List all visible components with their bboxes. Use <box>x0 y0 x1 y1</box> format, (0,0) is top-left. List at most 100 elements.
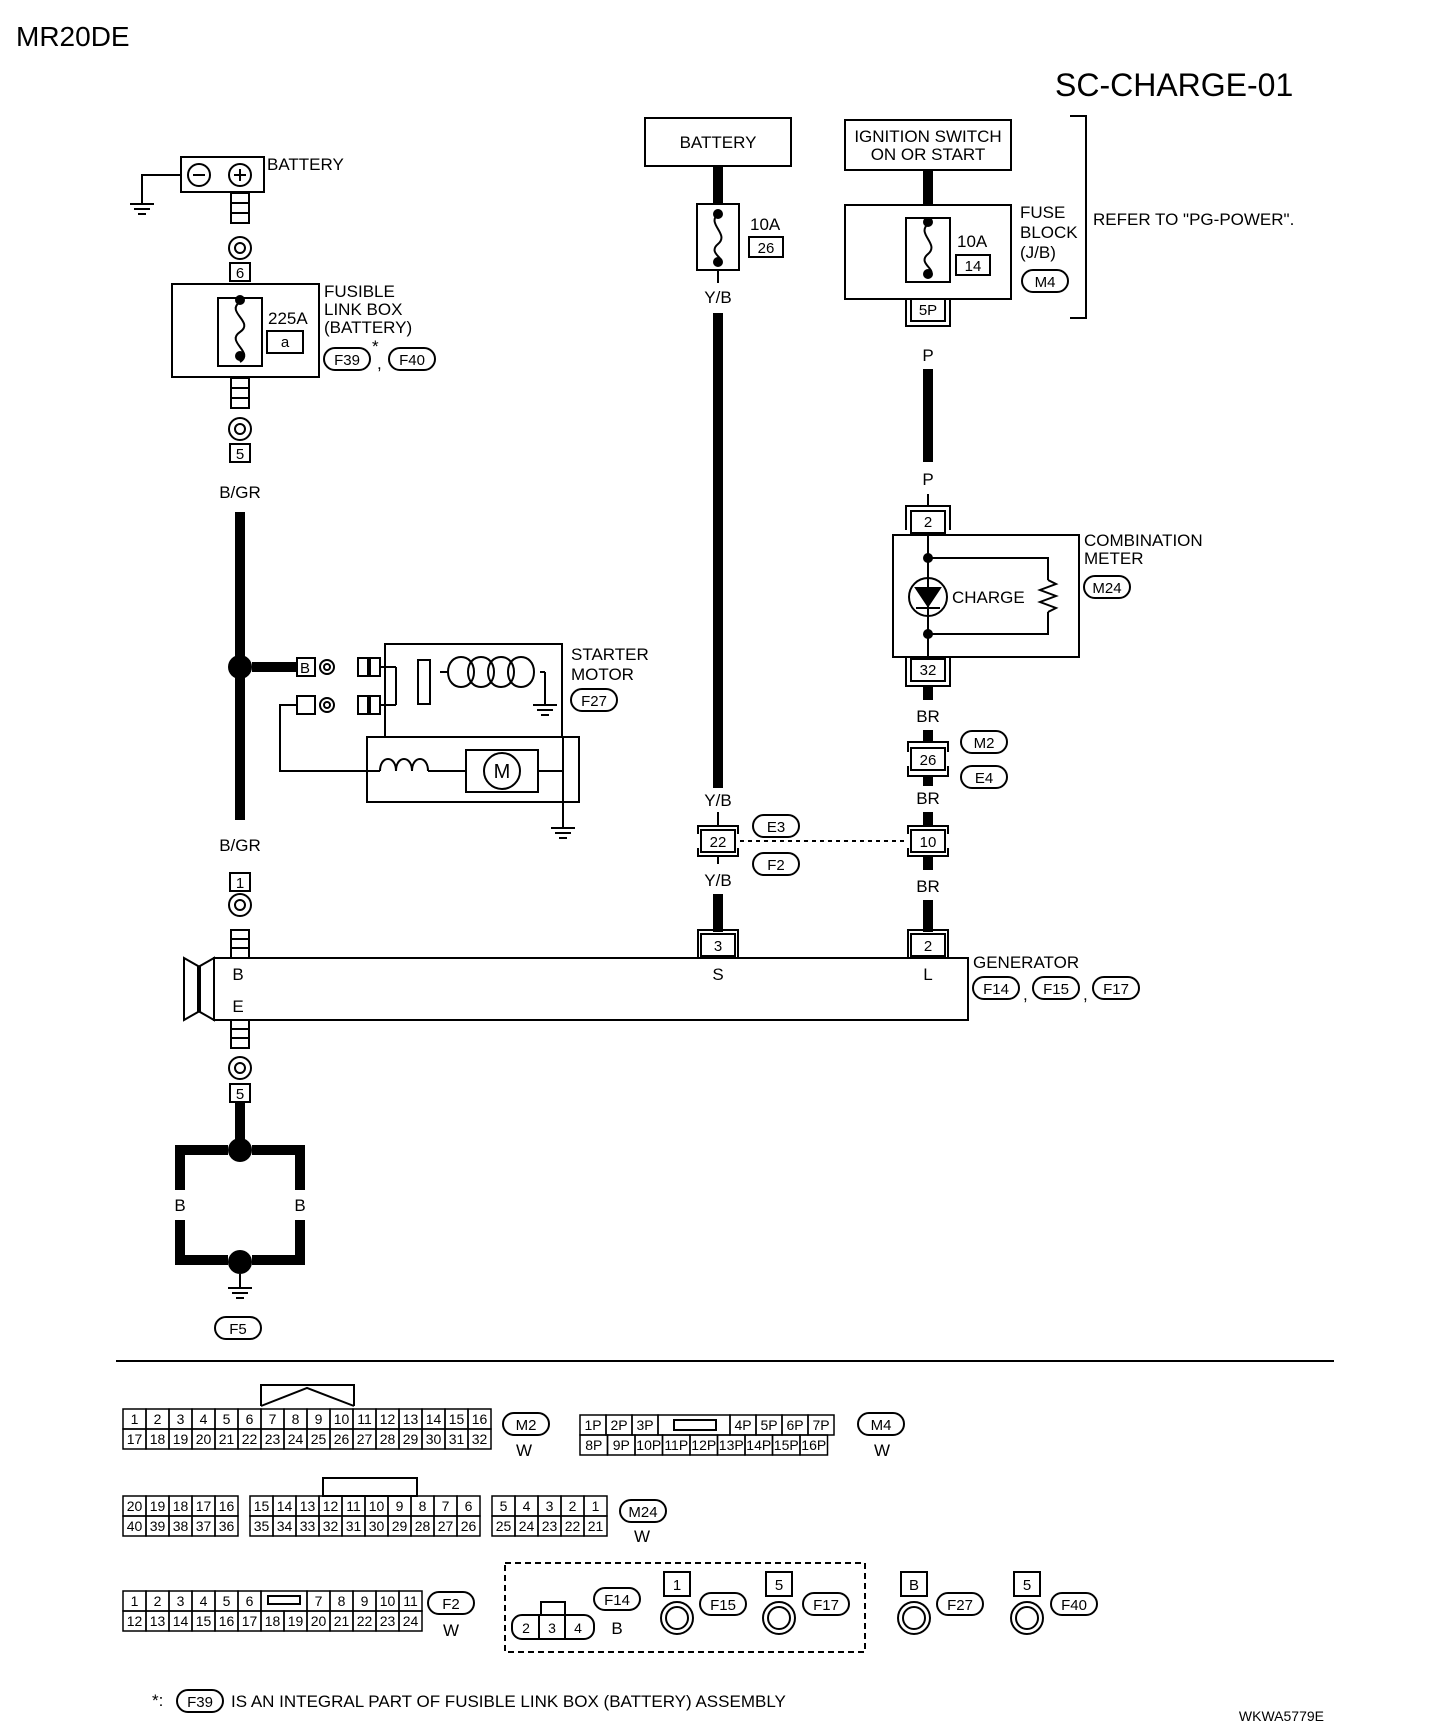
generator-b-pin: 1 <box>236 875 244 892</box>
joint-22-connector <box>697 812 739 864</box>
fusible-conn-f39: F39 <box>334 352 360 369</box>
m2-pin: 24 <box>288 1431 304 1447</box>
wire-bgr-top: B/GR <box>219 483 261 502</box>
m2-pin: 25 <box>311 1431 327 1447</box>
footnote-text: IS AN INTEGRAL PART OF FUSIBLE LINK BOX … <box>231 1692 786 1711</box>
f27-pin: B <box>909 1577 919 1594</box>
m2-pin: 12 <box>380 1411 396 1427</box>
f14-pin-3: 3 <box>548 1620 556 1636</box>
diagram-id: SC-CHARGE-01 <box>1055 67 1293 103</box>
connector-f14-id: F14 <box>604 1592 630 1609</box>
ground-pin: 5 <box>236 1086 244 1103</box>
m2-pin: 23 <box>265 1431 281 1447</box>
battery-left <box>130 156 265 215</box>
connector-m2-id: M2 <box>516 1417 537 1434</box>
m24-pin: 26 <box>461 1518 477 1534</box>
m24-pin: 39 <box>150 1518 166 1534</box>
fusible-line1: FUSIBLE <box>324 282 395 301</box>
f2-pin: 3 <box>177 1593 185 1609</box>
connector-m24-id: M24 <box>628 1504 657 1521</box>
generator-label: GENERATOR <box>973 953 1079 972</box>
m24-pin: 13 <box>300 1498 316 1514</box>
joint-pin-26: 26 <box>920 752 937 769</box>
joint-26-connector <box>907 741 949 777</box>
f2-pin: 11 <box>403 1593 418 1609</box>
f2-pin-cell <box>398 1610 423 1632</box>
m24-pin: 20 <box>127 1498 143 1514</box>
f2-pin: 5 <box>223 1593 231 1609</box>
f2-pin: 10 <box>380 1593 396 1609</box>
fusible-link-box <box>171 283 320 378</box>
f14-pin-4: 4 <box>574 1620 582 1636</box>
junction-dot <box>228 655 252 679</box>
m2-pin: 10 <box>334 1411 350 1427</box>
fusible-conn-f40: F40 <box>399 352 425 369</box>
m24-pin: 10 <box>369 1498 385 1514</box>
fuse-block-line1: FUSE <box>1020 203 1065 222</box>
f14-pin-2: 2 <box>522 1620 530 1636</box>
m2-pin: 14 <box>426 1411 442 1427</box>
m24-pin: 3 <box>546 1498 554 1514</box>
starter-term-b: B <box>300 660 310 677</box>
fuse-14-amp: 10A <box>957 232 988 251</box>
m2-pin: 22 <box>242 1431 258 1447</box>
connector-f2-id: F2 <box>442 1596 460 1613</box>
m2-pin: 3 <box>177 1411 185 1427</box>
m2-pin: 29 <box>403 1431 419 1447</box>
wire-bgr-bottom: B/GR <box>219 836 261 855</box>
m4-pin: 9P <box>613 1437 630 1453</box>
m24-pin: 9 <box>396 1498 404 1514</box>
m24-pin: 6 <box>465 1498 473 1514</box>
f2-pin: 17 <box>242 1613 258 1629</box>
m24-pin: 28 <box>415 1518 431 1534</box>
m24-pin: 19 <box>150 1498 166 1514</box>
f2-pin: 9 <box>361 1593 369 1609</box>
fuse-26-num: 26 <box>758 240 775 257</box>
battery-mid-label: BATTERY <box>680 133 757 152</box>
m2-pin: 31 <box>449 1431 465 1447</box>
wire-yb-label-mid: Y/B <box>704 791 731 810</box>
m24-pin: 33 <box>300 1518 316 1534</box>
m24-pin: 23 <box>542 1518 558 1534</box>
m24-pin-cell <box>583 1515 608 1537</box>
footnote-conn: F39 <box>187 1694 213 1711</box>
m24-pin: 8 <box>419 1498 427 1514</box>
m2-pin: 21 <box>219 1431 235 1447</box>
m2-pin: 15 <box>449 1411 465 1427</box>
wire-br-top: BR <box>916 707 940 726</box>
m4-pin: 11P <box>664 1437 688 1453</box>
f2-pin: 13 <box>150 1613 166 1629</box>
footnote-star: *: <box>152 1691 163 1710</box>
m4-pin: 12P <box>691 1437 716 1453</box>
wire-p-bottom: P <box>922 470 933 489</box>
m24-pin: 14 <box>277 1498 293 1514</box>
generator-sep1: , <box>1023 985 1028 1004</box>
m24-pin: 2 <box>569 1498 577 1514</box>
f40-pin: 5 <box>1023 1577 1031 1594</box>
fusible-pin-in: 6 <box>236 265 244 282</box>
m24-pin: 15 <box>254 1498 270 1514</box>
generator-term-s: S <box>712 965 723 984</box>
m24-pin-cell <box>214 1515 239 1537</box>
m2-pin: 5 <box>223 1411 231 1427</box>
joint-conn-f2: F2 <box>767 857 785 874</box>
m24-pin: 35 <box>254 1518 270 1534</box>
fusible-out-connector <box>228 377 252 441</box>
m24-pin: 5 <box>500 1498 508 1514</box>
m4-pin: 14P <box>746 1437 771 1453</box>
wire-p-top: P <box>922 346 933 365</box>
fusible-line2: LINK BOX <box>324 300 402 319</box>
m4-pin-cell <box>799 1434 829 1456</box>
m4-pin: 8P <box>585 1437 602 1453</box>
f2-pin: 18 <box>265 1613 281 1629</box>
joint-conn-m2: M2 <box>974 735 995 752</box>
m24-pin: 7 <box>442 1498 450 1514</box>
m4-pin: 13P <box>719 1437 744 1453</box>
ground-wire-right: B <box>294 1196 305 1215</box>
m24-pin: 34 <box>277 1518 293 1534</box>
m2-pin: 30 <box>426 1431 442 1447</box>
fuse-14-num: 14 <box>965 258 982 275</box>
